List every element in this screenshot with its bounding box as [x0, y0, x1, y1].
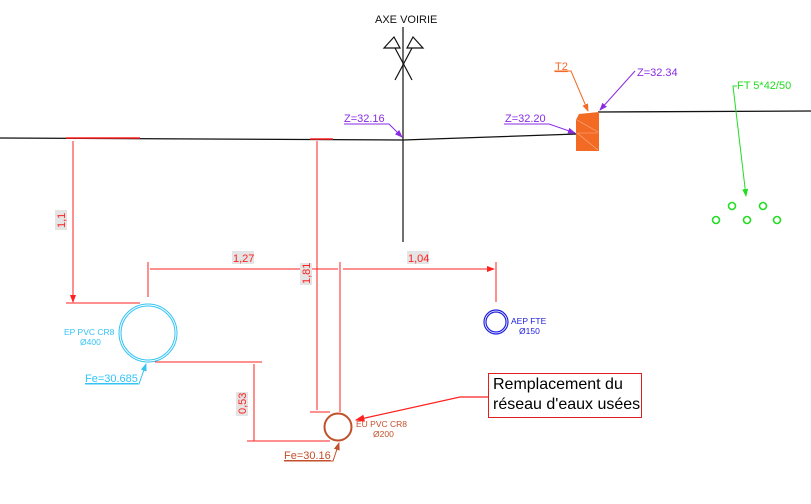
dimension-lines [66, 141, 497, 442]
ground-line-right [597, 110, 811, 113]
eu-pipe-icon [323, 412, 353, 442]
eu-pipe-fe: Fe=30.16 [284, 450, 331, 462]
ep-pipe-name: EP PVC CR8 [64, 327, 115, 337]
curb-label: T2 [555, 61, 568, 73]
ep-pipe-fe: Fe=30.685 [85, 373, 138, 385]
dim-1-81: 1,81 [301, 263, 313, 284]
road-axis-icon [382, 27, 425, 242]
fiber-label: FT 5*42/50 [737, 80, 791, 92]
dim-1-1: 1,1 [56, 213, 68, 228]
aep-pipe-name: AEP FTE [511, 316, 547, 326]
callout-box: Remplacement du réseau d'eaux usées [488, 373, 642, 418]
axis-label: AXE VOIRIE [375, 14, 437, 26]
dim-1-04: 1,04 [408, 253, 429, 265]
callout-leader [354, 396, 488, 422]
aep-pipe-diameter: Ø150 [519, 326, 540, 336]
callout-line-1: Remplacement du [493, 376, 623, 393]
level-axis: Z=32.16 [344, 113, 385, 125]
curb-icon [576, 112, 599, 151]
eu-pipe-name: EU PVC CR8 [356, 419, 407, 429]
callout-line-2: réseau d'eaux usées [493, 396, 641, 413]
fiber-ducts-icon [711, 201, 782, 225]
dim-1-27: 1,27 [233, 253, 254, 265]
aep-pipe-icon [483, 309, 509, 335]
ground-line [0, 133, 578, 141]
level-curb-high: Z=32.34 [637, 67, 678, 79]
dim-0-53: 0,53 [237, 393, 249, 414]
ep-pipe-diameter: Ø400 [80, 337, 101, 347]
ep-pipe-icon [118, 303, 178, 363]
eu-pipe-diameter: Ø200 [373, 429, 394, 439]
level-curb-low: Z=32.20 [505, 113, 546, 125]
